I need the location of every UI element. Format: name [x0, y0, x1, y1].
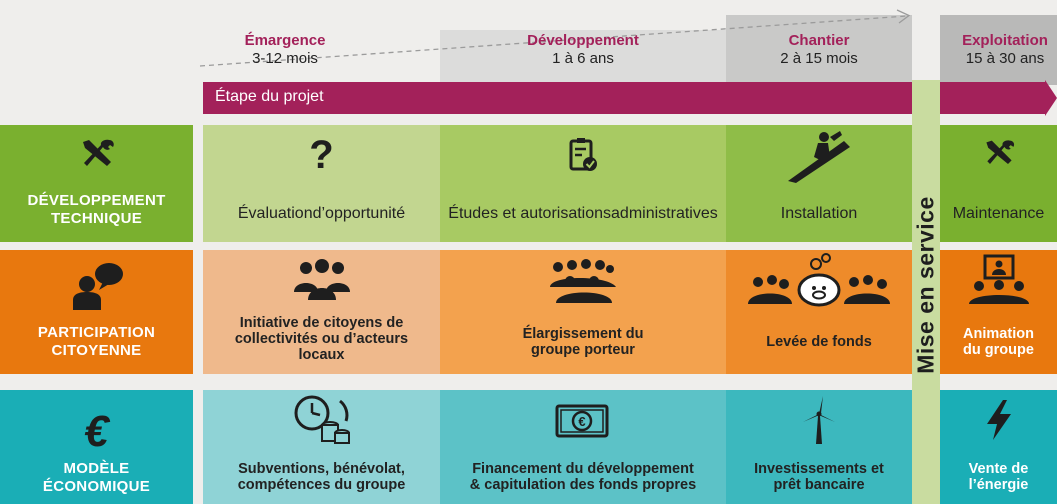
speaker-icon — [72, 263, 123, 310]
cell-label: Installation — [780, 205, 858, 222]
phase-band-developpement — [440, 30, 726, 85]
row-header-line: MODÈLE — [63, 460, 130, 477]
cell-maintenance: Maintenance — [940, 125, 1057, 242]
cell-levee-fonds: Levée de fonds — [726, 250, 912, 374]
timeline-label: Étape du projet — [215, 88, 324, 105]
milestone-bar — [912, 80, 940, 504]
tools-icon — [82, 139, 114, 166]
presentation-icon — [968, 254, 1029, 304]
row-header-line: ÉCONOMIQUE — [42, 478, 151, 495]
svg-text:€: € — [578, 414, 585, 429]
large-group-icon — [550, 259, 616, 303]
row-header-line: PARTICIPATION — [37, 324, 156, 341]
piggy-bank-icon — [748, 253, 890, 307]
row-header-participation: PARTICIPATION CITOYENNE — [0, 250, 193, 374]
phase-duration-chantier: 2 à 15 mois — [780, 50, 858, 67]
tools-icon — [985, 140, 1014, 164]
timeline-arrow — [203, 80, 1057, 116]
phase-band-exploitation — [940, 15, 1057, 85]
cell-label: Financement du développement& capitulati… — [469, 461, 697, 493]
phase-title-chantier: Chantier — [788, 32, 850, 49]
row-header-line: TECHNIQUE — [50, 210, 143, 227]
dashed-trend-arrow — [199, 9, 911, 67]
euro-icon: € — [84, 407, 109, 456]
phase-title-developpement: Développement — [527, 32, 639, 49]
row-header-line: DÉVELOPPEMENT — [27, 192, 166, 209]
cell-subventions: Subventions, bénévolat,compétences du gr… — [203, 390, 440, 504]
cell-label: Maintenance — [952, 205, 1045, 222]
phase-title-emargence: Émargence — [244, 32, 326, 49]
wind-turbine-icon — [803, 396, 835, 444]
clock-coins-icon — [294, 395, 350, 444]
cell-financement: € Financement du développement& capitula… — [440, 390, 726, 504]
phase-duration-emargence: 3-12 mois — [252, 50, 318, 67]
phase-title-exploitation: Exploitation — [962, 32, 1048, 49]
milestone-label: Mise en service — [913, 196, 940, 374]
roofer-icon — [788, 131, 850, 183]
phase-duration-exploitation: 15 à 30 ans — [965, 50, 1045, 67]
row-header-technique: DÉVELOPPEMENT TECHNIQUE — [0, 125, 193, 242]
checklist-icon — [569, 138, 597, 171]
cell-label: Levée de fonds — [766, 334, 872, 350]
milestone-text: Mise en service — [912, 196, 939, 374]
phase-duration-developpement: 1 à 6 ans — [552, 50, 614, 67]
lightning-icon — [986, 400, 1011, 440]
cell-installation: Installation — [726, 125, 912, 242]
group-icon — [293, 259, 350, 300]
question-mark-icon: ? — [309, 132, 334, 177]
banknote-icon: € — [555, 404, 609, 438]
cell-label: Subventions, bénévolat,compétences du gr… — [237, 461, 406, 493]
row-header-economie: € MODÈLE ÉCONOMIQUE — [0, 390, 193, 504]
row-header-line: CITOYENNE — [51, 342, 142, 359]
